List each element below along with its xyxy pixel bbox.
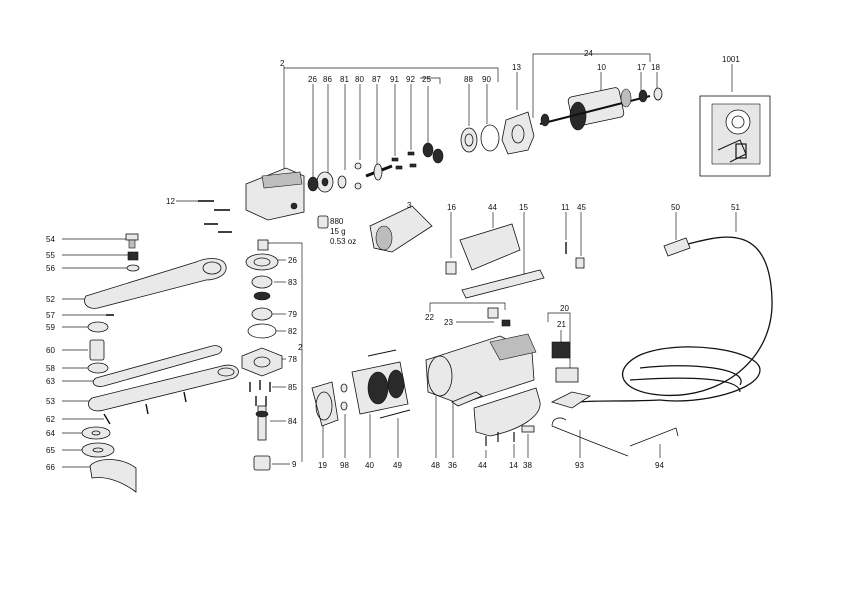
detail-inset-1001 [699,95,771,177]
drive-belt [92,345,223,387]
base-plate [88,364,239,412]
handle-shell [473,387,541,437]
label-52: 52 [46,295,55,304]
label-24: 24 [584,49,593,58]
switch [551,341,579,383]
label-44-top: 44 [488,203,497,212]
label-36: 36 [448,461,457,470]
label-85: 85 [288,383,297,392]
label-23: 23 [444,318,453,327]
wheel-guard [89,459,137,493]
bearing-flange [501,111,535,155]
label-81: 81 [340,75,349,84]
label-45: 45 [577,203,586,212]
cord-guard [550,391,592,409]
label-88: 88 [464,75,473,84]
o-ring [480,124,500,152]
label-98: 98 [340,461,349,470]
label-14: 14 [509,461,518,470]
grease-tube [317,215,329,229]
bevel-gear [316,171,334,193]
label-20: 20 [560,304,569,313]
gear-arm [84,258,227,309]
bolt [125,233,139,249]
label-26-top: 26 [308,75,317,84]
label-92: 92 [406,75,415,84]
label-51: 51 [731,203,740,212]
label-15: 15 [519,203,528,212]
label-83: 83 [288,278,297,287]
bearing [307,176,319,192]
spindle-shaft [365,163,393,181]
label-880: 880 [330,217,344,226]
label-9: 9 [292,460,297,469]
label-91: 91 [390,75,399,84]
motor-housing [425,333,537,405]
label-57: 57 [46,311,55,320]
cover [459,223,521,271]
label-80: 80 [355,75,364,84]
label-38: 38 [523,461,532,470]
label-26-mid: 26 [288,256,297,265]
label-19: 19 [318,461,327,470]
fan-baffle [311,381,339,427]
label-3: 3 [407,201,412,210]
label-11: 11 [561,203,570,212]
label-78: 78 [288,355,297,364]
gear-carrier [241,347,283,377]
label-50: 50 [671,203,680,212]
label-weight-oz: 0.53 oz [330,237,356,246]
label-53: 53 [46,397,55,406]
label-1001: 1001 [722,55,740,64]
label-10: 10 [597,63,606,72]
label-13: 13 [512,63,521,72]
armature [539,87,651,131]
part-labels: 2 26 86 81 80 87 91 92 25 88 90 13 24 10… [46,49,740,472]
spindle [255,405,269,441]
label-65: 65 [46,446,55,455]
label-93: 93 [575,461,584,470]
label-58: 58 [46,364,55,373]
label-16: 16 [447,203,456,212]
label-63: 63 [46,377,55,386]
label-82: 82 [288,327,297,336]
label-87: 87 [372,75,381,84]
hex-key [629,427,679,447]
label-44-bottom: 44 [478,461,487,470]
label-18: 18 [651,63,660,72]
label-25: 25 [422,75,431,84]
stator [351,361,409,415]
label-55: 55 [46,251,55,260]
label-48: 48 [431,461,440,470]
ring [460,127,478,153]
label-12: 12 [166,197,175,206]
label-21: 21 [557,320,566,329]
label-64: 64 [46,429,55,438]
label-79: 79 [288,310,297,319]
power-cord [579,236,773,403]
label-49: 49 [393,461,402,470]
label-59: 59 [46,323,55,332]
pin-wrench [551,417,629,457]
label-84: 84 [288,417,297,426]
label-60: 60 [46,346,55,355]
label-90: 90 [482,75,491,84]
flange [81,426,111,440]
label-17: 17 [637,63,646,72]
label-86: 86 [323,75,332,84]
label-56: 56 [46,264,55,273]
label-66: 66 [46,463,55,472]
label-weight-g: 15 g [330,227,346,236]
parts [81,87,773,493]
label-2-top: 2 [280,59,285,68]
label-40: 40 [365,461,374,470]
label-22: 22 [425,313,434,322]
label-2-mid: 2 [298,343,303,352]
label-54: 54 [46,235,55,244]
label-62: 62 [46,415,55,424]
nut [253,455,271,471]
label-94: 94 [655,461,664,470]
